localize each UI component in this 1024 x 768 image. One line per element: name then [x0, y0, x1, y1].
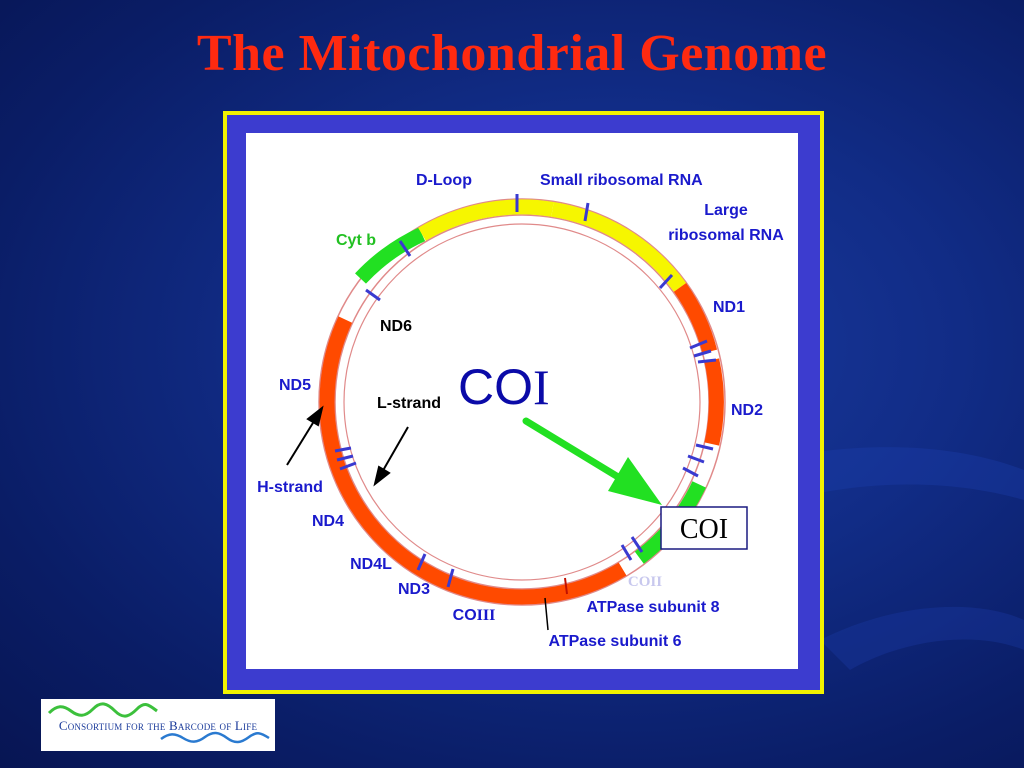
label-nd4l: ND4L [350, 556, 392, 573]
label-l-strand: L-strand [377, 395, 441, 412]
label-atpase8: ATPase subunit 8 [586, 599, 719, 616]
label-large-rrna-1: Large [704, 202, 748, 219]
label-co-center-roman: I [533, 359, 550, 415]
label-co-center: COI [458, 359, 550, 415]
h-strand-arrow [286, 417, 317, 466]
label-d-loop: D-Loop [416, 172, 472, 189]
trna-markers [334, 194, 717, 588]
label-coi-box: COI [680, 514, 728, 545]
logo-text: Consortium for the Barcode of Life [58, 718, 258, 733]
cbol-logo: Consortium for the Barcode of Life [41, 699, 275, 751]
segment-d-loop [418, 199, 554, 241]
segment-rrna [551, 201, 687, 292]
label-coiii: COIII [453, 607, 496, 624]
logo-waves [47, 702, 270, 744]
label-large-rrna-2: ribosomal RNA [668, 227, 784, 244]
strand-arrows [286, 405, 409, 487]
label-small-rrna: Small ribosomal RNA [540, 172, 703, 189]
label-coii: COII [628, 574, 662, 590]
label-nd3: ND3 [398, 581, 430, 598]
l-strand-ring [343, 223, 701, 581]
segment-lower-genes [319, 316, 627, 605]
label-nd6: ND6 [380, 318, 412, 335]
label-coiii-roman: III [477, 607, 496, 624]
label-nd5: ND5 [279, 377, 311, 394]
segment-cyt-b [355, 227, 426, 284]
slide-title: The Mitochondrial Genome [196, 25, 828, 82]
atpase6-pointer [544, 597, 549, 631]
label-nd1: ND1 [713, 299, 745, 316]
label-coiii-letters: CO [453, 607, 477, 624]
coi-box [660, 506, 748, 550]
segment-nd1 [673, 283, 718, 354]
label-co-center-letters: CO [458, 359, 533, 415]
l-strand-arrow [380, 426, 409, 475]
label-cyt-b: Cyt b [336, 232, 376, 249]
segment-nd2 [704, 358, 724, 446]
label-nd2: ND2 [731, 402, 763, 419]
label-nd4: ND4 [312, 513, 344, 530]
ring-outer-edge [318, 198, 726, 606]
label-h-strand: H-strand [257, 479, 323, 496]
label-atpase6: ATPase subunit 6 [548, 633, 681, 650]
coi-pointer-arrow [522, 417, 662, 505]
